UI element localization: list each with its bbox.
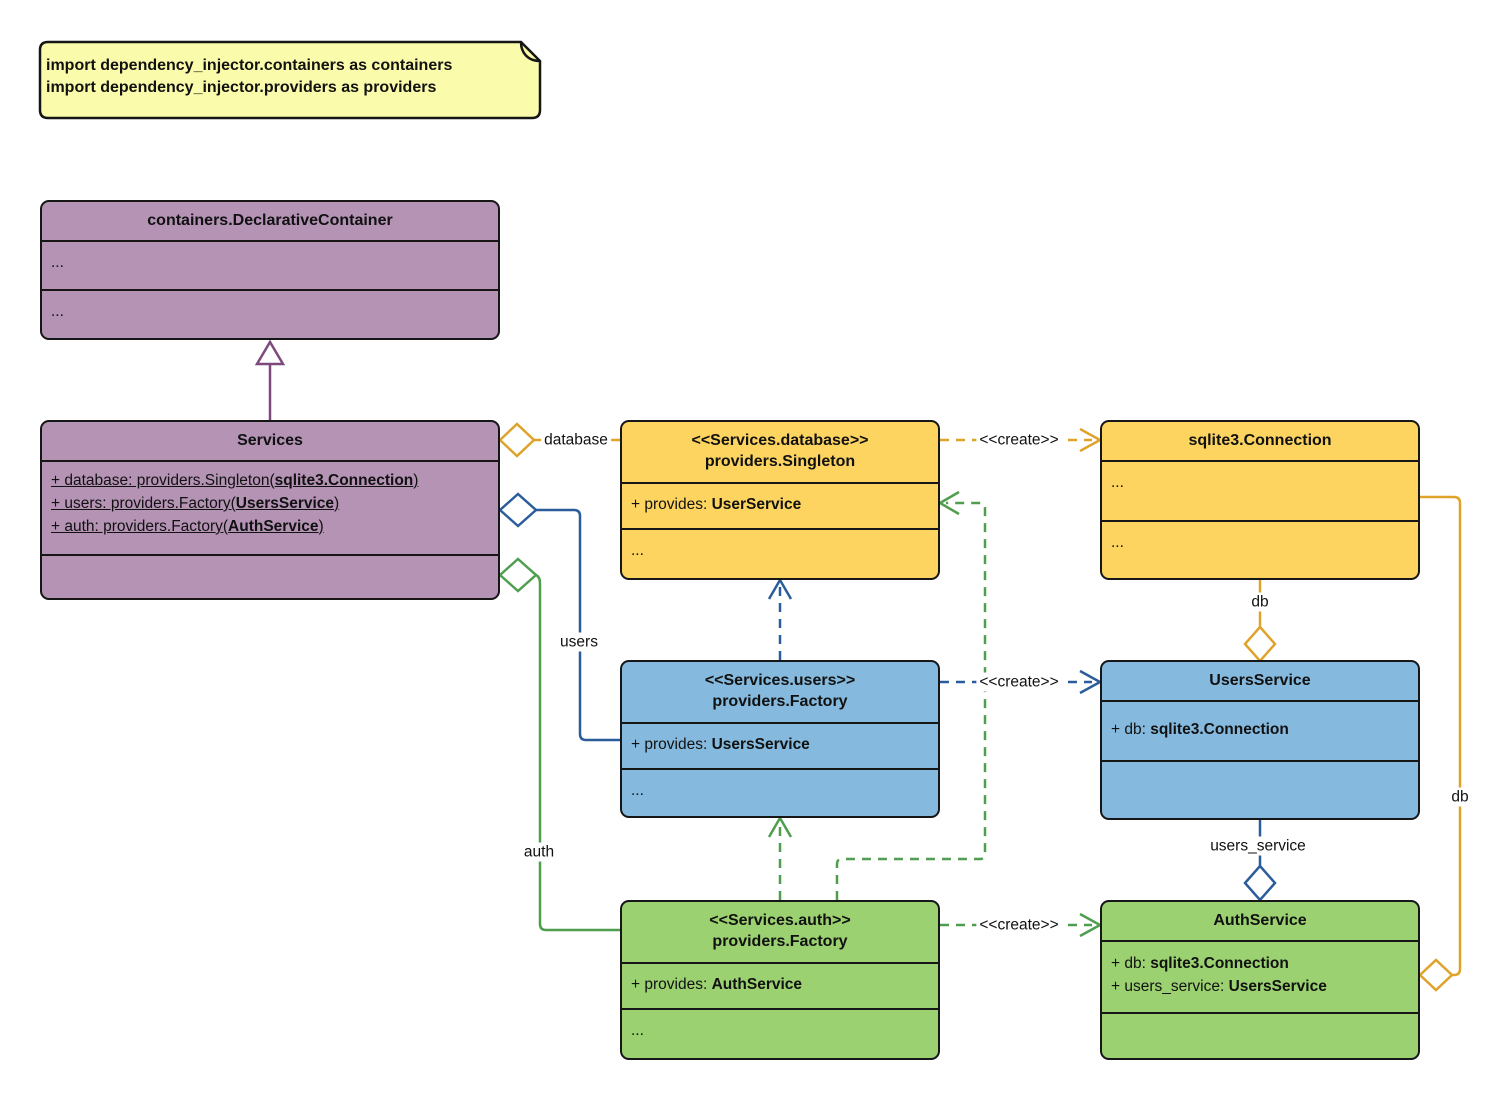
class-attributes-section: ... [1102,460,1418,520]
class-title: <<Services.users>> providers.Factory [622,662,938,722]
class-title: <<Services.auth>> providers.Factory [622,902,938,962]
class-attributes-section: ... [42,240,498,289]
note-line-2: import dependency_injector.providers as … [46,78,437,96]
attribute-users-service: + users_service: UsersService [1111,978,1327,995]
class-methods-section: ... [1102,520,1418,578]
class-users-service: UsersService + db: sqlite3.Connection [1100,660,1420,820]
edge-label-db-right: db [1448,787,1472,807]
inheritance-arrow [254,339,286,420]
class-methods-section: ... [42,289,498,338]
class-services: Services + database: providers.Singleton… [40,420,500,600]
aggregation-db-auth-service-edge [1418,495,1462,992]
edge-label-users-service: users_service [1207,836,1309,856]
dependency-users-to-singleton-edge [767,577,793,660]
import-note: import dependency_injector.containers as… [46,55,534,98]
aggregation-users-edge [498,492,620,742]
edge-label-users: users [557,632,601,652]
attribute-provides: + provides: AuthService [631,976,803,993]
class-methods-section: ... [622,1008,938,1058]
class-attributes-section: + db: sqlite3.Connection [1102,700,1418,760]
attribute-provides: + provides: UserService [631,496,802,513]
class-attributes-section: + provides: AuthService [622,962,938,1008]
attribute-users: + users: providers.Factory(UsersService) [51,495,340,512]
dependency-auth-to-users-edge [767,815,793,900]
attribute-database: + database: providers.Singleton(sqlite3.… [51,472,419,489]
note-fold-icon [519,41,541,63]
edge-label-create-users: <<create>> [976,672,1062,692]
class-declarative-container: containers.DeclarativeContainer ... ... [40,200,500,340]
class-auth-service: AuthService + db: sqlite3.Connection + u… [1100,900,1420,1060]
note-shape [38,40,542,120]
class-methods-section: ... [622,528,938,578]
attribute-db: + db: sqlite3.Connection [1111,955,1289,972]
class-stereotype: <<Services.database>> [691,432,869,449]
edge-label-db-vertical: db [1248,592,1272,612]
class-title: sqlite3.Connection [1188,432,1332,449]
class-title: Services [237,432,303,449]
class-sqlite3-connection: sqlite3.Connection ... ... [1100,420,1420,580]
edge-label-database: database [541,430,611,450]
aggregation-auth-edge [498,557,620,932]
attribute-provides: + provides: UsersService [631,736,810,753]
class-methods-section [1102,1012,1418,1058]
class-attributes-section: + provides: UserService [622,482,938,528]
class-title: containers.DeclarativeContainer [147,212,393,229]
class-factory-users: <<Services.users>> providers.Factory + p… [620,660,940,818]
class-methods-section: ... [622,768,938,816]
aggregation-users-service-edge [1243,820,1277,902]
edge-label-create-database: <<create>> [976,430,1062,450]
attribute-auth: + auth: providers.Factory(AuthService) [51,518,324,535]
class-title: <<Services.database>> providers.Singleto… [622,422,938,482]
edge-label-create-auth: <<create>> [976,915,1062,935]
class-title: AuthService [1213,912,1307,929]
edge-label-auth: auth [520,842,558,862]
class-methods-section [42,554,498,598]
class-methods-section [1102,760,1418,818]
note-line-1: import dependency_injector.containers as… [46,57,453,74]
attribute-db: + db: sqlite3.Connection [1111,721,1289,738]
class-attributes-section: + database: providers.Singleton(sqlite3.… [42,460,498,554]
class-attributes-section: + provides: UsersService [622,722,938,768]
class-stereotype: <<Services.auth>> [709,912,851,929]
class-factory-auth: <<Services.auth>> providers.Factory + pr… [620,900,940,1060]
class-singleton-database: <<Services.database>> providers.Singleto… [620,420,940,580]
class-attributes-section: + db: sqlite3.Connection + users_service… [1102,940,1418,1012]
class-title: UsersService [1209,672,1311,689]
dependency-auth-to-singleton-edge [835,490,987,900]
class-stereotype: <<Services.users>> [704,672,856,689]
